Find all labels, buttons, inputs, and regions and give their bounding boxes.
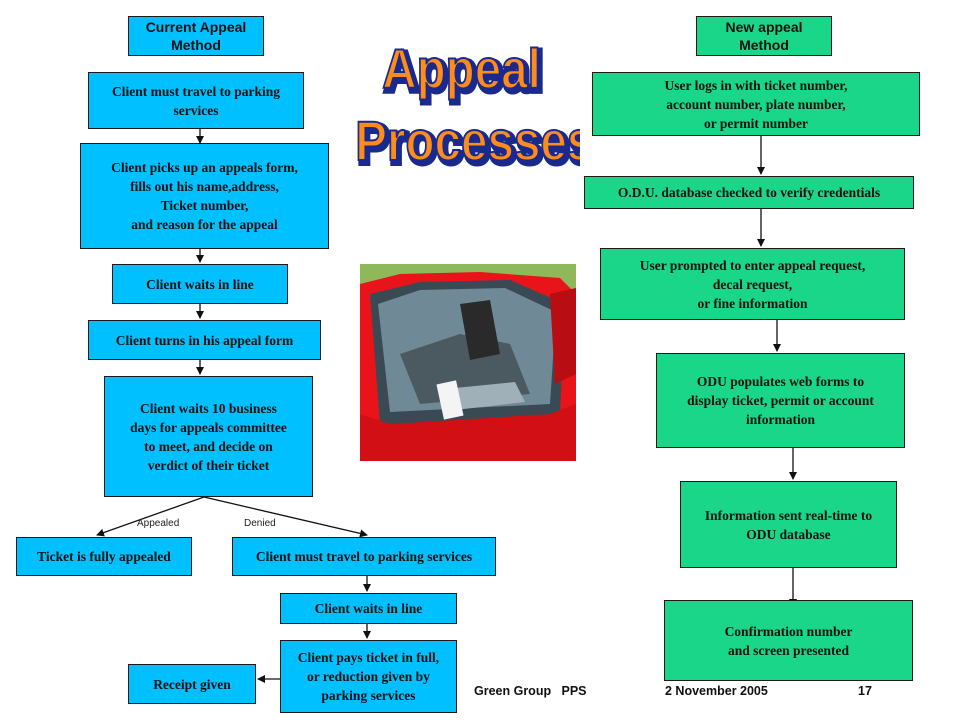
receipt-given-box: Receipt given (128, 664, 256, 704)
current-step-5: Client waits 10 business days for appeal… (104, 376, 313, 497)
new-step-5: Information sent real-time to ODU databa… (680, 481, 897, 568)
denied-step-2: Client waits in line (280, 593, 457, 624)
title-line2: Processes (355, 110, 580, 170)
appealed-label: Appealed (137, 518, 180, 529)
denied-step-1: Client must travel to parking services (232, 537, 496, 576)
title-line2: Processes (358, 113, 580, 170)
current-step-2: Client picks up an appeals form, fills o… (80, 143, 329, 249)
new-step-2: O.D.U. database checked to verify creden… (584, 176, 914, 209)
arrow (203, 496, 368, 538)
denied-step-3: Client pays ticket in full, or reduction… (280, 640, 457, 713)
footer-group: Green Group PPS (474, 684, 587, 698)
new-step-3: User prompted to enter appeal request, d… (600, 248, 905, 320)
new-step-4: ODU populates web forms to display ticke… (656, 353, 905, 448)
footer-date: 2 November 2005 (665, 684, 768, 698)
car-ticket-photo (360, 264, 576, 461)
new-method-header: New appeal Method (696, 16, 832, 56)
current-method-header: Current Appeal Method (128, 16, 264, 56)
new-step-6: Confirmation number and screen presented (664, 600, 913, 681)
current-step-4: Client turns in his appeal form (88, 320, 321, 360)
footer-page-number: 17 (858, 684, 872, 698)
title-line1: Appeal (382, 38, 541, 100)
current-step-1: Client must travel to parking services (88, 72, 304, 129)
new-step-1: User logs in with ticket number, account… (592, 72, 920, 136)
title-line1: Appeal (385, 41, 544, 103)
current-step-3: Client waits in line (112, 264, 288, 304)
arrow (96, 496, 205, 537)
denied-label: Denied (244, 518, 276, 529)
ticket-appealed-box: Ticket is fully appealed (16, 537, 192, 576)
title-wordart: Appeal Appeal Processes Processes (354, 38, 580, 170)
